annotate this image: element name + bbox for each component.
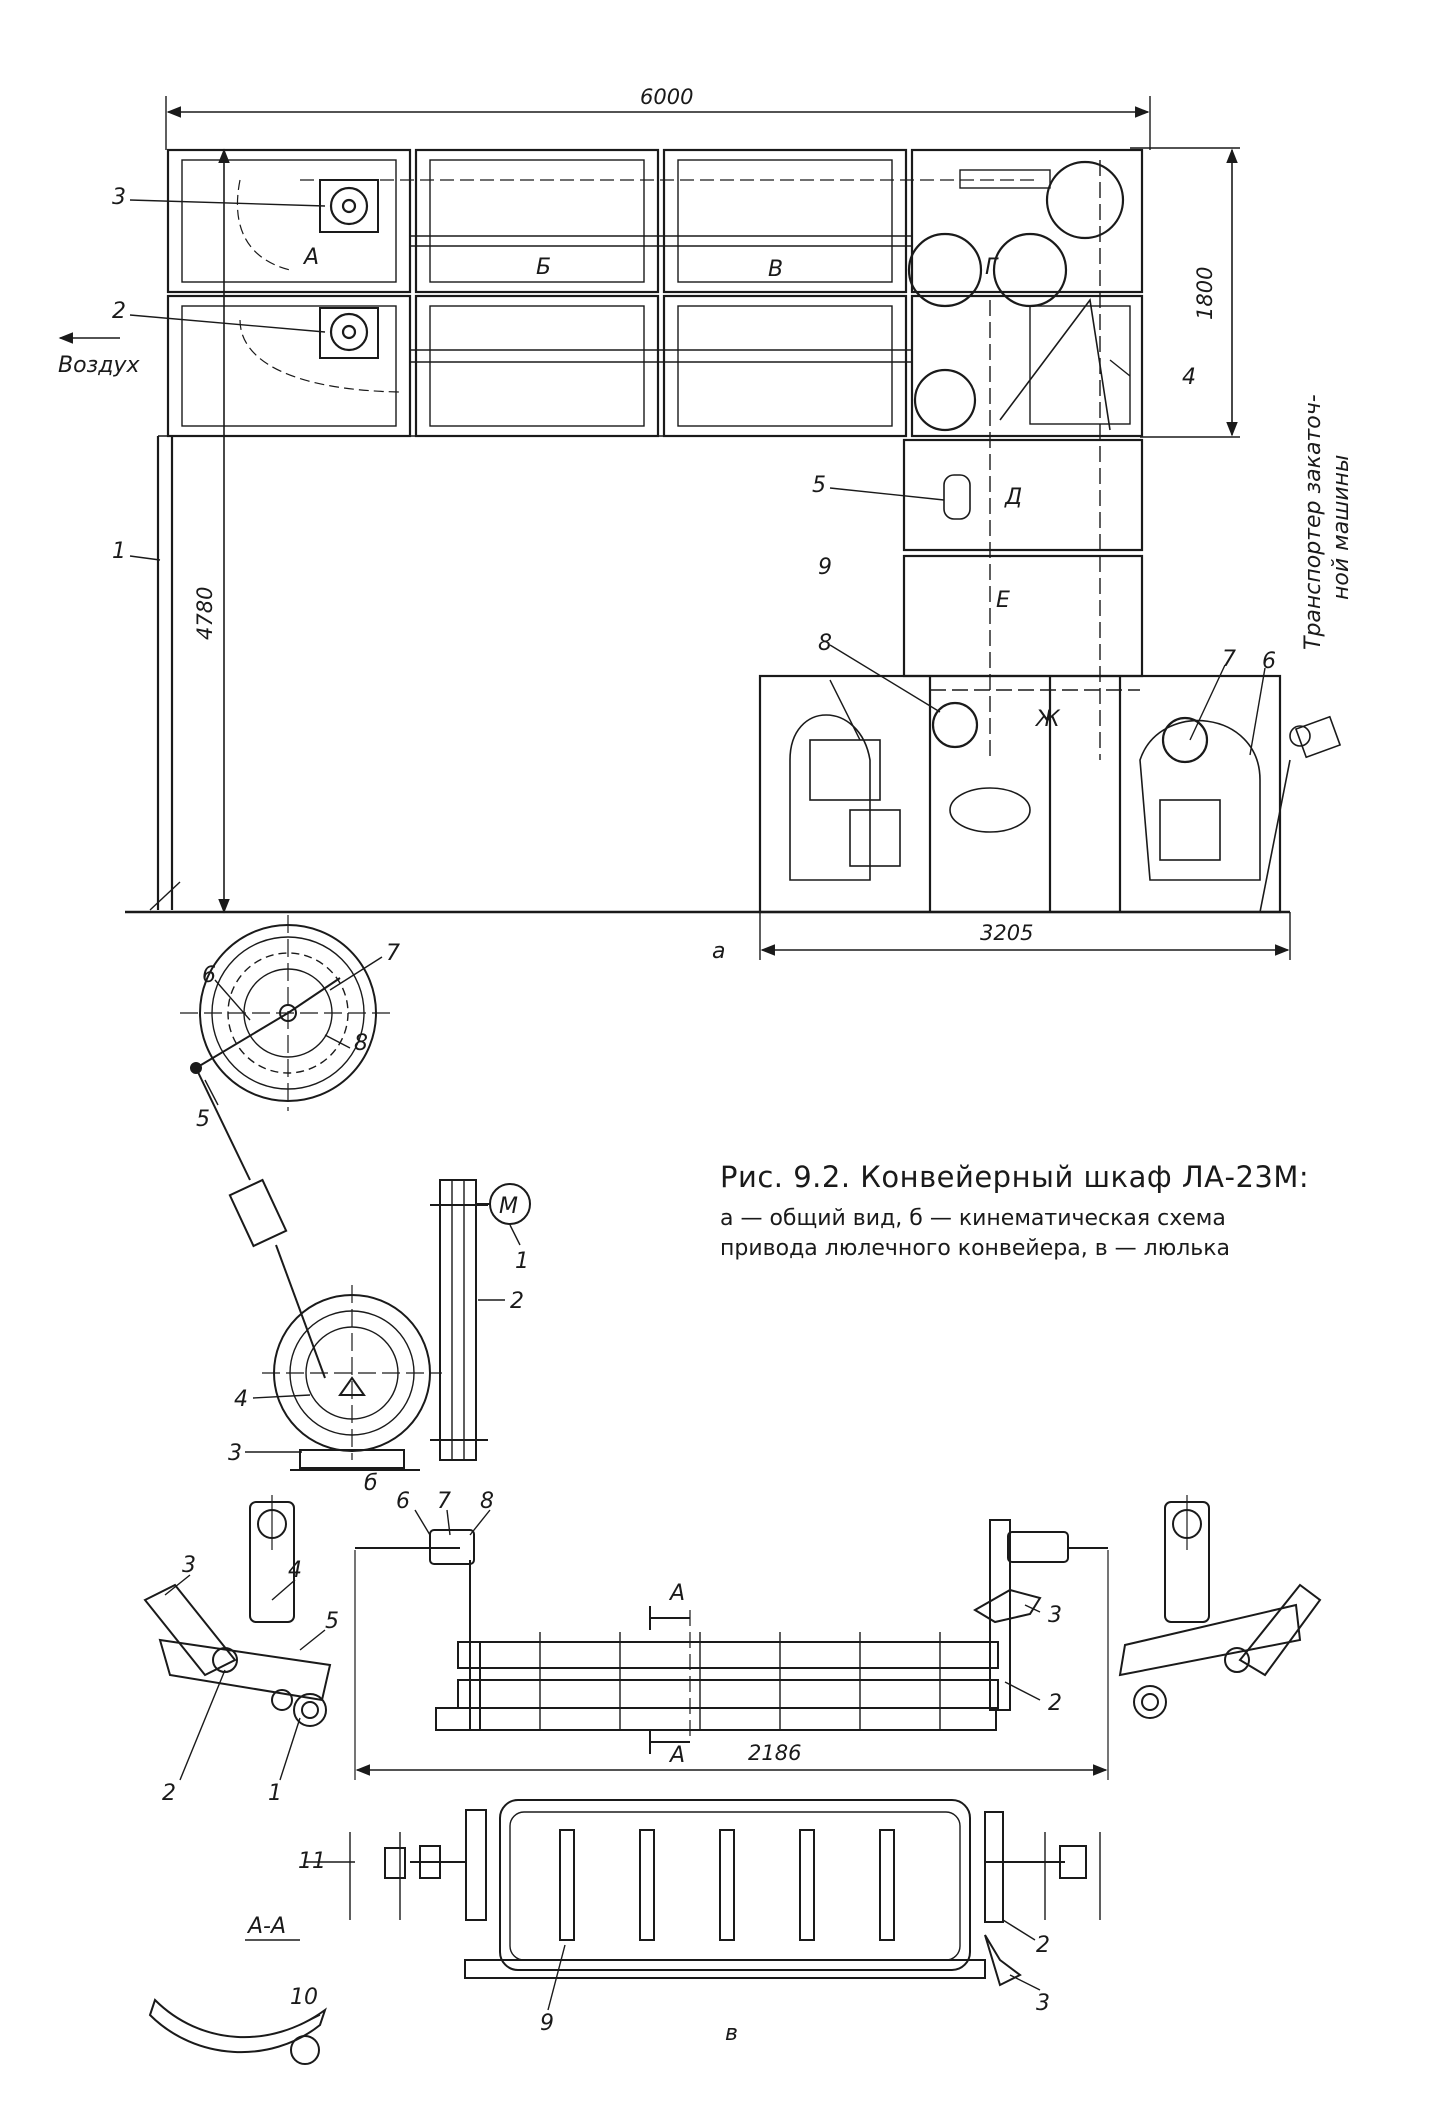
section-label-v: В [768, 257, 783, 282]
num-b-6: 6 [202, 963, 216, 988]
view-a-letter: а [712, 939, 725, 964]
section-label-zh: Ж [1034, 707, 1061, 732]
num-v-6: 6 [396, 1489, 410, 1514]
belt-drive-2 [430, 1179, 488, 1461]
num-v-3-front: 3 [1048, 1603, 1062, 1628]
num-a-3: 3 [112, 185, 126, 210]
view-v-letter: в [725, 2021, 738, 2046]
num-v-8: 8 [480, 1489, 494, 1514]
num-v-10: 10 [290, 1985, 318, 2010]
cabinet-upper-row [166, 148, 1144, 438]
cradle-side-right [1118, 1495, 1322, 1719]
section-label-a: А [302, 245, 319, 270]
cradle-front [355, 1519, 1108, 1754]
base-machine [758, 674, 1291, 914]
num-b-5: 5 [196, 1107, 210, 1132]
num-a-2: 2 [112, 299, 126, 324]
view-b-labels: М б 1 2 3 4 5 6 7 8 [196, 941, 529, 1496]
section-label-d: Д [1004, 485, 1022, 510]
view-a-labels: 6000 1800 4780 3205 а Воздух Транспортер… [58, 85, 1354, 964]
leader-lines-v [164, 1509, 1041, 2026]
leader-lines-a [129, 199, 1266, 756]
num-b-3: 3 [228, 1441, 242, 1466]
dim-height-1800 [1130, 147, 1240, 438]
cradle-side-left [143, 1495, 332, 1727]
leader-lines-b [204, 956, 521, 1453]
section-label-g: Г [985, 255, 999, 280]
num-v-9: 9 [540, 2011, 554, 2036]
view-a-general [58, 96, 1342, 960]
section-mark-top: А [668, 1581, 685, 1606]
num-v-2-left: 2 [162, 1781, 176, 1806]
dim-width-6000 [165, 96, 1151, 150]
num-v-4: 4 [288, 1558, 302, 1583]
section-mark-bottom: А [668, 1743, 685, 1768]
num-b-1: 1 [515, 1249, 529, 1274]
drive-wheel-3 [236, 179, 379, 271]
num-a-1: 1 [112, 539, 126, 564]
num-a-9: 9 [818, 555, 832, 580]
num-v-5: 5 [325, 1609, 339, 1634]
dim-width-label: 6000 [640, 85, 693, 109]
cradle-top [349, 1799, 1101, 1987]
figure-caption: Рис. 9.2. Конвейерный шкаф ЛА-23М: а — о… [720, 1160, 1360, 1264]
num-b-8: 8 [354, 1031, 368, 1056]
connecting-rod-5 [195, 1067, 326, 1379]
dim-height-upper-label: 1800 [1193, 267, 1217, 320]
motor-letter: М [499, 1194, 518, 1219]
num-v-1: 1 [268, 1781, 282, 1806]
view-b-letter: б [364, 1471, 378, 1496]
num-a-8: 8 [818, 631, 832, 656]
section-label-e: Е [996, 588, 1010, 613]
dim-base-label: 3205 [980, 921, 1033, 945]
transporter-label-2: ной машины [1329, 455, 1354, 600]
num-b-7: 7 [386, 941, 400, 966]
num-b-2: 2 [510, 1289, 524, 1314]
dim-length-2186 [354, 1550, 1109, 1780]
section-aa-label: А-А [246, 1914, 286, 1939]
num-v-3-top: 3 [1036, 1991, 1050, 2016]
motor-icon [476, 1183, 531, 1225]
view-v-labels: 2186 в А А А-А 1 2 2 2 3 3 3 4 5 6 7 8 9… [162, 1489, 1062, 2046]
sprockets-right [907, 160, 1125, 760]
caption-line-2: привода люлечного конвейера, в — люлька [720, 1236, 1231, 1261]
num-v-2-front: 2 [1048, 1691, 1062, 1716]
transporter-label-1: Транспортер закаточ- [1301, 394, 1326, 650]
num-a-5: 5 [812, 473, 826, 498]
section-label-b: Б [536, 255, 551, 280]
section-aa [148, 1939, 327, 2065]
support-frame [149, 435, 904, 911]
transporter-icon [1289, 715, 1342, 759]
caption-title: Рис. 9.2. Конвейерный шкаф ЛА-23М: [720, 1160, 1310, 1194]
num-b-4: 4 [234, 1387, 248, 1412]
num-v-2-top: 2 [1036, 1933, 1050, 1958]
num-v-3-left: 3 [182, 1553, 196, 1578]
view-v-cradle [143, 1495, 1322, 2065]
view-b-kinematic [180, 915, 531, 1471]
dim-length-label: 2186 [748, 1741, 801, 1765]
num-v-7: 7 [437, 1489, 451, 1514]
num-a-6: 6 [1262, 649, 1276, 674]
upper-drum [180, 915, 396, 1111]
drive-wheel-2 [239, 307, 401, 393]
air-label: Воздух [58, 353, 140, 378]
lower-drum [262, 1285, 442, 1471]
num-a-7: 7 [1222, 647, 1236, 672]
caption-line-1: а — общий вид, б — кинематическая схема [720, 1206, 1226, 1231]
num-a-4: 4 [1182, 365, 1196, 390]
cabinet-vertical-section [902, 438, 1144, 678]
dim-height-total-label: 4780 [193, 587, 217, 640]
dim-base-3205 [759, 912, 1291, 960]
num-v-11: 11 [298, 1849, 326, 1874]
